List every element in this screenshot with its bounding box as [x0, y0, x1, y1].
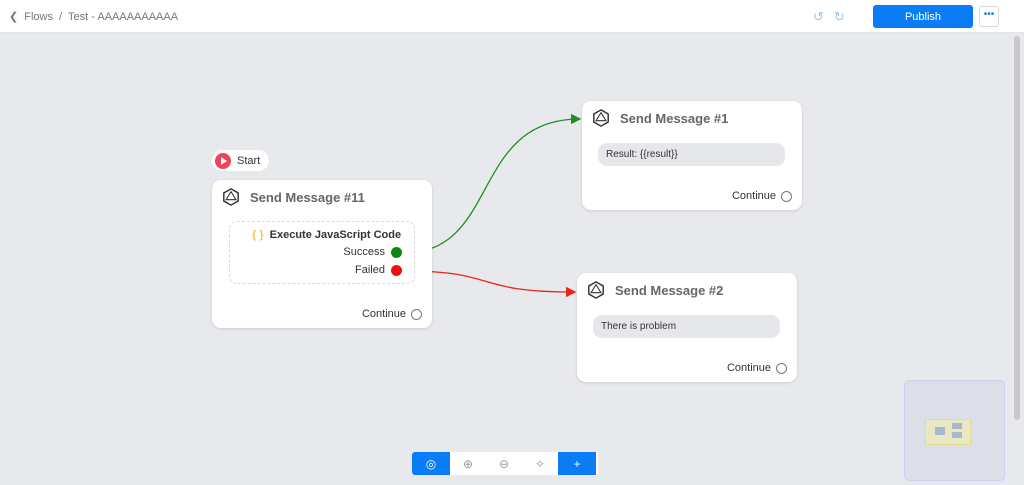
edge-failed — [403, 270, 577, 298]
continue-handle[interactable] — [781, 190, 792, 202]
edge-success — [403, 113, 582, 254]
failed-handle[interactable] — [391, 264, 402, 276]
flow-name: Test - AAAAAAAAAAA — [68, 10, 179, 23]
node-icon — [593, 109, 609, 127]
node-title: Send Message #1 — [620, 111, 729, 126]
start-trigger[interactable]: Start — [212, 150, 269, 171]
message-bubble[interactable]: There is problem — [593, 315, 780, 338]
chevron-left-icon[interactable]: ❮ — [9, 11, 19, 23]
action-title: Execute JavaScript Code — [269, 229, 402, 241]
continue-handle[interactable] — [411, 308, 422, 320]
play-icon — [215, 152, 231, 169]
continue-port[interactable]: Continue — [727, 362, 787, 374]
minimap[interactable] — [904, 380, 1005, 481]
port-label: Success — [343, 246, 385, 258]
node-icon — [223, 188, 239, 206]
continue-label: Continue — [731, 190, 776, 202]
message-bubble[interactable]: Result: {{result}} — [598, 143, 785, 166]
breadcrumb: ❮ Flows / Test - AAAAAAAAAAA — [9, 10, 179, 24]
node-title: Send Message #11 — [250, 190, 365, 205]
sparkle-icon[interactable]: ✧ — [534, 456, 546, 471]
continue-port[interactable]: Continue — [732, 190, 792, 202]
code-braces-icon: { } — [252, 229, 264, 241]
continue-label: Continue — [361, 308, 406, 320]
publish-button[interactable]: Publish — [873, 5, 973, 28]
js-action[interactable]: { } Execute JavaScript Code Success Fail… — [229, 221, 415, 284]
add-node-button[interactable]: + — [558, 452, 596, 475]
success-handle[interactable] — [391, 246, 402, 258]
node-icon — [588, 281, 604, 299]
port-success[interactable]: Success — [343, 246, 402, 258]
zoom-in-icon[interactable]: ⊕ — [462, 456, 474, 471]
canvas-toolbar: ◎ ⊕ ⊖ ✧ + — [412, 452, 598, 475]
minimap-viewport[interactable] — [925, 419, 971, 445]
redo-icon[interactable]: ↻ — [834, 9, 845, 24]
node-send-message-1[interactable]: Send Message #1 Result: {{result}} Conti… — [582, 101, 802, 210]
eye-icon[interactable]: ◎ — [412, 452, 450, 475]
port-failed[interactable]: Failed — [355, 264, 402, 276]
continue-port[interactable]: Continue — [362, 308, 422, 320]
undo-icon[interactable]: ↺ — [813, 9, 824, 24]
continue-label: Continue — [726, 362, 771, 374]
scrollbar[interactable] — [1014, 36, 1020, 420]
node-title: Send Message #2 — [615, 283, 724, 298]
port-label: Failed — [355, 264, 385, 276]
zoom-out-icon[interactable]: ⊖ — [498, 456, 510, 471]
start-label: Start — [237, 154, 261, 167]
more-options-button[interactable]: ••• — [979, 6, 999, 27]
node-send-message-11[interactable]: Send Message #11 { } Execute JavaScript … — [212, 180, 432, 328]
breadcrumb-flows[interactable]: Flows — [24, 10, 53, 23]
breadcrumb-separator: / — [58, 10, 63, 23]
top-bar: ❮ Flows / Test - AAAAAAAAAAA ↺ ↻ Publish… — [0, 0, 1024, 33]
node-send-message-2[interactable]: Send Message #2 There is problem Continu… — [577, 273, 797, 382]
continue-handle[interactable] — [776, 362, 787, 374]
